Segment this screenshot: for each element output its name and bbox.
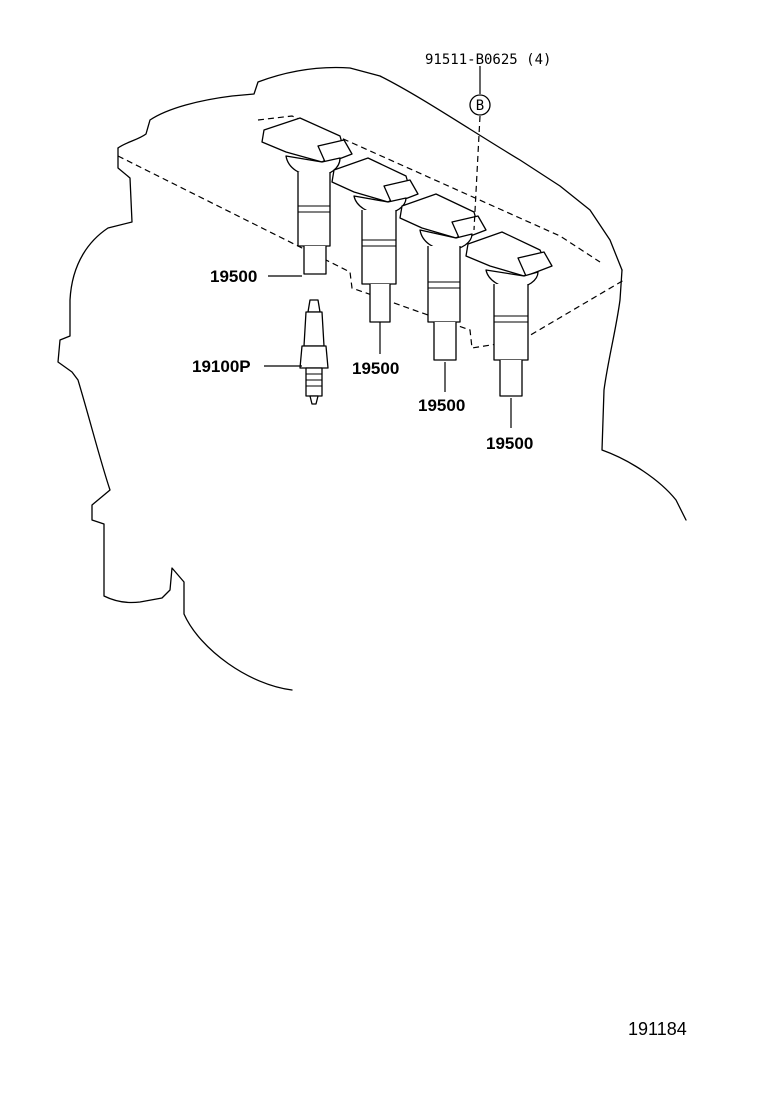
bolt-marker-circle[interactable] <box>469 94 491 116</box>
spark-plug-part-number[interactable]: 19100P <box>192 357 251 376</box>
ignition-coil-1[interactable] <box>261 117 353 275</box>
coil-1-part-number[interactable]: 19500 <box>210 267 257 286</box>
ignition-coil-3[interactable] <box>399 193 487 361</box>
ignition-coil-2[interactable] <box>331 157 419 323</box>
spark-plug[interactable] <box>299 299 329 405</box>
engine-rear-outline <box>601 269 687 521</box>
bolt-part-number[interactable]: 91511-B0625 (4) <box>425 52 551 68</box>
coil-mount-plate-back <box>257 115 601 263</box>
coil-mount-plate <box>117 155 625 349</box>
ignition-coil-4[interactable] <box>465 231 553 397</box>
coil-3-part-number[interactable]: 19500 <box>418 396 465 415</box>
figure-number: 191184 <box>628 1019 687 1039</box>
bolt-dashed-leader <box>473 115 481 231</box>
coil-4-part-number[interactable]: 19500 <box>486 434 533 453</box>
coil-2-part-number[interactable]: 19500 <box>352 359 399 378</box>
bolt-marker-letter: B <box>476 98 484 114</box>
engine-block-outline <box>57 147 293 691</box>
engine-head-top-outline <box>117 66 623 271</box>
